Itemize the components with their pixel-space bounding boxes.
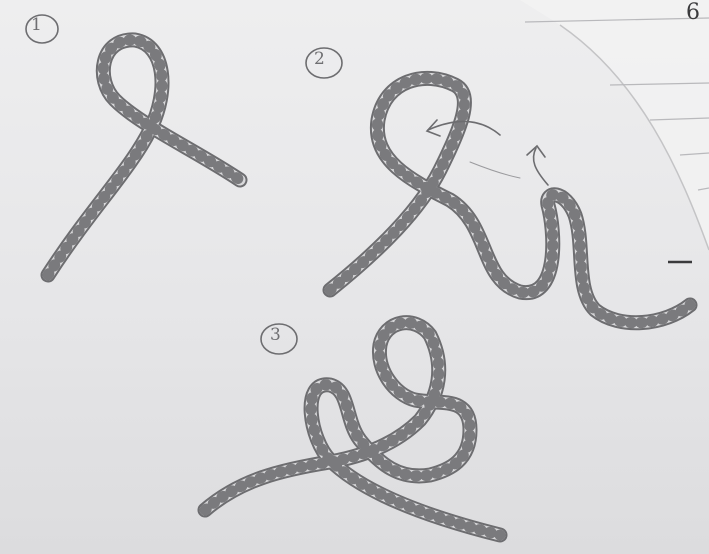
- rope-step-2: [330, 78, 690, 322]
- arrow-head-right: [527, 146, 545, 157]
- rope-step-1: [48, 40, 240, 275]
- rope-step-3: [205, 323, 500, 535]
- arrow-curve-right: [533, 148, 548, 185]
- step-2-label: 2: [314, 51, 325, 68]
- step-1-label: 1: [31, 17, 42, 34]
- step-3-label: 3: [270, 327, 281, 344]
- corner-mark: 6: [686, 2, 700, 24]
